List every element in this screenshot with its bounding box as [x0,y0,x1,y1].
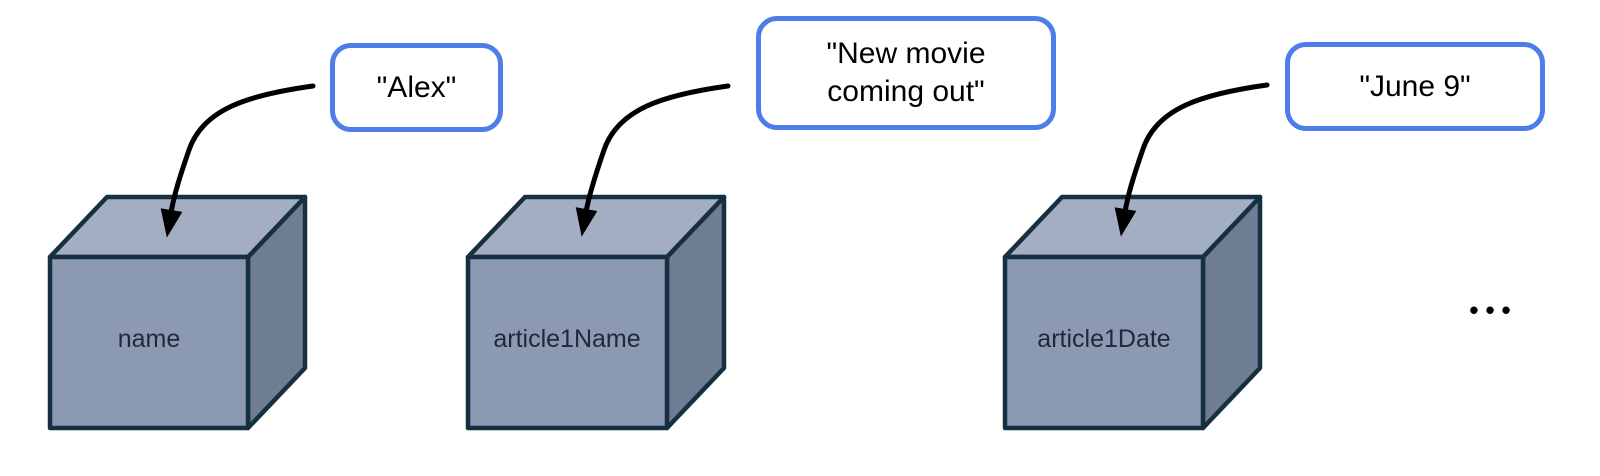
value-bubble-new-movie: "New movie coming out" [756,16,1056,130]
cube-label-article1name: article1Name [493,325,640,353]
value-text-new-movie: "New movie coming out" [826,37,986,108]
cube-label-article1date: article1Date [1037,325,1170,353]
cube-name: name [47,194,308,431]
value-bubble-alex: "Alex" [330,43,503,132]
cube-article1date: article1Date [1002,194,1263,431]
cube-front-face [465,254,670,431]
cube-front-face [1002,254,1206,431]
value-text-alex: "Alex" [376,70,457,104]
cube-article1name: article1Name [465,194,727,431]
value-text-june9: "June 9" [1359,69,1471,103]
arrow-june9-to-article1date [1114,82,1270,237]
value-bubble-june9: "June 9" [1285,42,1545,131]
arrow-alex-to-name [160,83,316,238]
cube-front-face [47,254,251,431]
arrow-newmovie-to-article1name [575,83,731,237]
ellipsis-icon: ••• [1469,294,1518,325]
cube-label-name: name [118,325,181,353]
